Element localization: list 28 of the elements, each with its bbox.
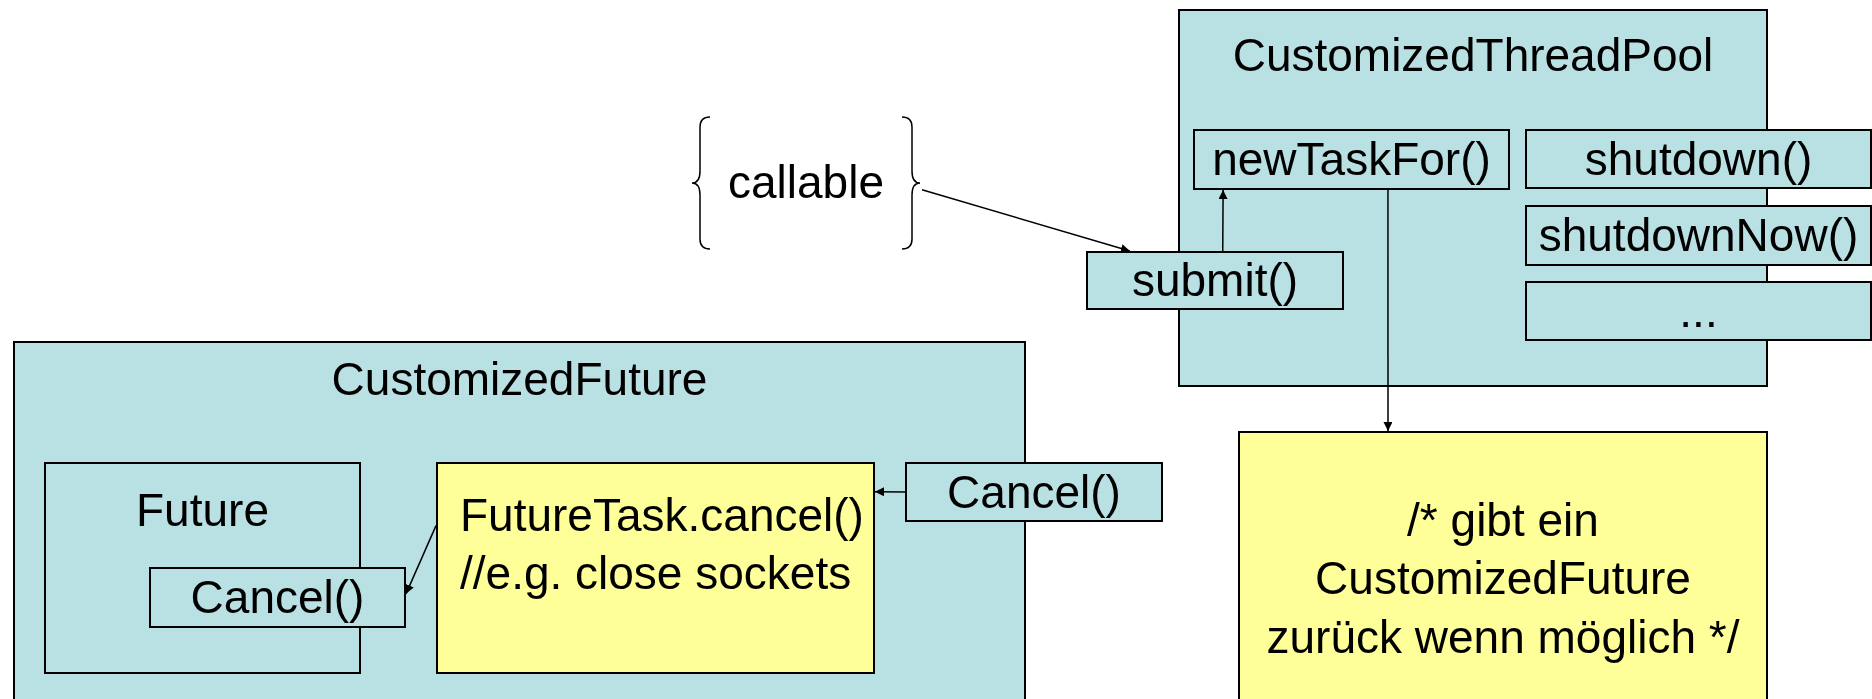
class-name: CustomizedFuture — [330, 353, 709, 406]
arrow — [874, 487, 906, 497]
method-box — [1193, 129, 1510, 190]
code-line: FutureTask.cancel() — [460, 488, 864, 543]
class-name: Future — [135, 484, 270, 537]
class-name: CustomizedThreadPool — [1231, 29, 1715, 82]
comment-box — [1238, 431, 1768, 699]
arrow — [1218, 189, 1228, 252]
arrow — [921, 189, 1131, 253]
method-box — [149, 567, 406, 628]
ellipsis-text: ... — [1679, 284, 1718, 338]
code-line: //e.g. close sockets — [460, 546, 852, 602]
comment-text: /* gibt ein CustomizedFuture zurück wenn möglich */ — [1265, 493, 1741, 665]
method-box — [1086, 251, 1344, 310]
arrow — [405, 524, 437, 595]
method-name: Cancel() — [190, 571, 365, 624]
method-name: shutdown() — [1584, 132, 1813, 186]
method-name: shutdownNow() — [1538, 209, 1859, 262]
method-name: submit() — [1131, 254, 1299, 307]
parameter-label: callable — [728, 156, 884, 209]
method-box — [1525, 129, 1872, 189]
method-box — [1525, 281, 1872, 341]
code-box — [436, 462, 875, 674]
arrow — [1383, 189, 1393, 432]
method-box — [1525, 205, 1872, 266]
method-name: newTaskFor() — [1212, 133, 1491, 186]
method-box — [905, 462, 1163, 522]
method-name: Cancel() — [947, 465, 1121, 519]
